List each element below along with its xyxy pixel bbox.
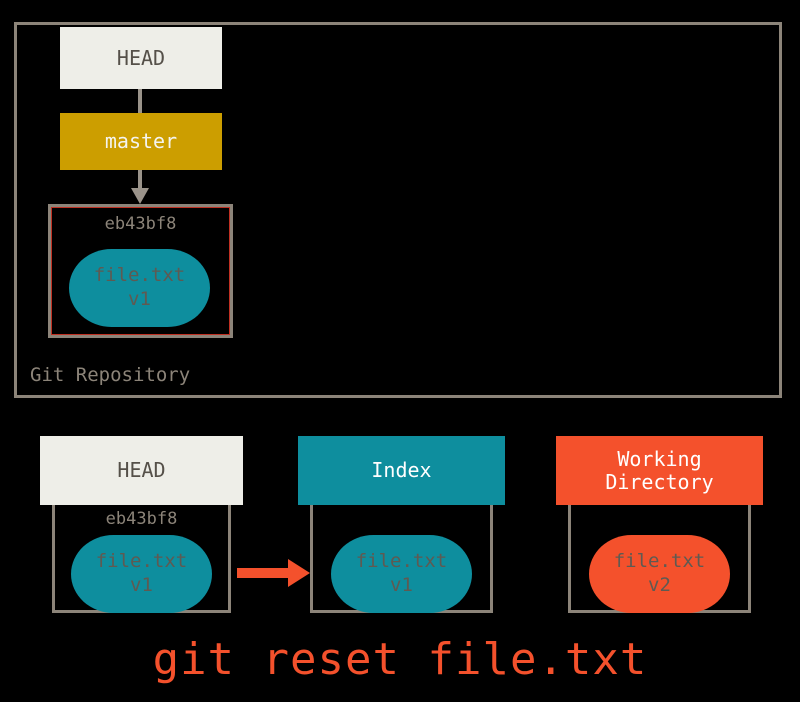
index-area-blob-version: v1	[390, 574, 413, 596]
working-directory-area-blob-version: v2	[648, 574, 671, 596]
head-area-blob: file.txt v1	[71, 535, 212, 613]
repo-commit-sha: eb43bf8	[104, 214, 177, 234]
working-directory-area-label: Working Directory	[605, 447, 714, 494]
head-to-index-arrow-stem	[237, 568, 295, 578]
repo-master-chip: master	[60, 113, 222, 170]
head-area-chip: HEAD	[40, 436, 243, 505]
repo-commit-box	[48, 204, 233, 338]
master-to-commit-arrow-stem	[138, 170, 142, 190]
index-area-blob-filename: file.txt	[355, 550, 448, 573]
index-area-label: Index	[371, 458, 432, 483]
git-repository-label: Git Repository	[30, 364, 191, 386]
repo-commit-blob-version: v1	[128, 288, 151, 310]
git-repository-frame	[14, 22, 782, 398]
working-directory-area-blob-filename: file.txt	[613, 550, 706, 573]
head-to-index-arrow-head	[288, 559, 310, 587]
working-directory-area-blob: file.txt v2	[589, 535, 730, 613]
repo-commit-blob-filename: file.txt	[93, 264, 186, 287]
head-area-sha: eb43bf8	[105, 509, 178, 529]
repo-commit-blob: file.txt v1	[69, 249, 210, 327]
repo-master-label: master	[104, 129, 178, 154]
repo-head-chip: HEAD	[60, 27, 222, 89]
head-area-blob-filename: file.txt	[95, 550, 188, 573]
repo-head-label: HEAD	[116, 45, 166, 70]
index-area-chip: Index	[298, 436, 505, 505]
index-area-blob: file.txt v1	[331, 535, 472, 613]
working-directory-area-chip: Working Directory	[556, 436, 763, 505]
diagram-caption: git reset file.txt	[152, 634, 648, 685]
head-area-blob-version: v1	[130, 574, 153, 596]
head-to-master-connector	[138, 89, 142, 113]
master-to-commit-arrow-head	[131, 188, 149, 204]
head-area-label: HEAD	[117, 458, 166, 483]
